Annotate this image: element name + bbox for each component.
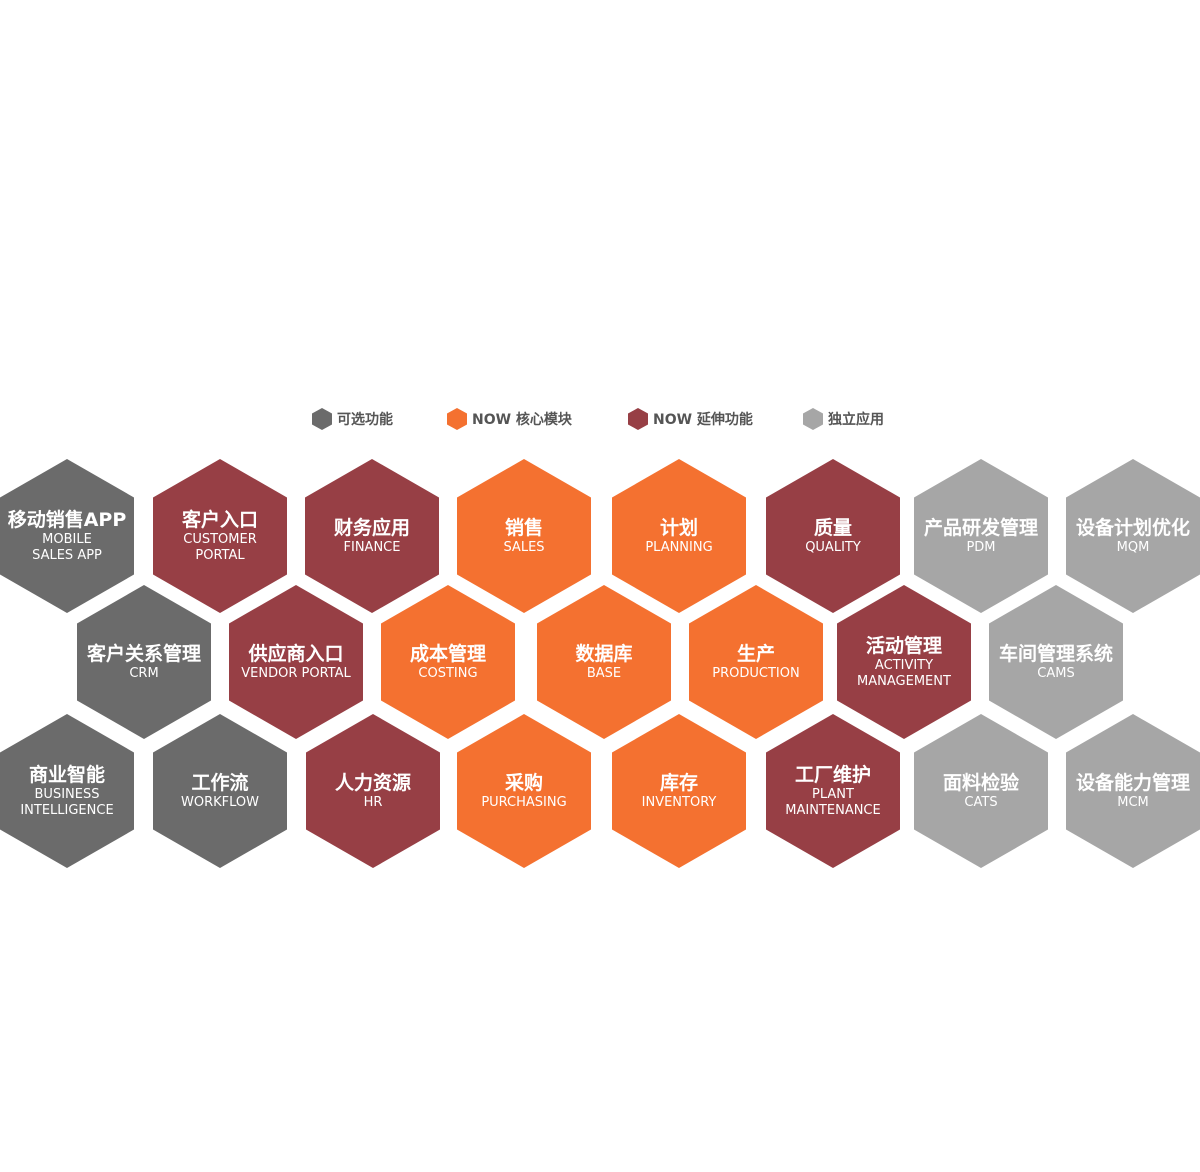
module-title-cn: 质量 <box>813 517 852 539</box>
module-title-cn: 面料检验 <box>942 772 1019 794</box>
module-title-cn: 成本管理 <box>409 643 486 665</box>
module-title-cn: 人力资源 <box>334 772 411 794</box>
module-title-en: COSTING <box>418 666 478 681</box>
red-hexagon-icon <box>628 408 648 430</box>
module-title-en: PLANT MAINTENANCE <box>785 787 881 818</box>
module-title-cn: 设备计划优化 <box>1075 517 1190 539</box>
module-title-en: BASE <box>586 666 622 681</box>
legend-item: 独立应用 <box>803 400 884 438</box>
module-title-cn: 库存 <box>659 772 698 794</box>
module-title-en: CAMS <box>1037 666 1075 681</box>
legend-item: NOW 延伸功能 <box>628 400 753 438</box>
module-title-cn: 财务应用 <box>333 517 410 539</box>
legend-label: NOW 核心模块 <box>472 412 572 428</box>
legend-item: NOW 核心模块 <box>447 400 572 438</box>
orange-hexagon-icon <box>447 408 467 430</box>
legend-item: 可选功能 <box>312 400 393 438</box>
module-title-en: FINANCE <box>343 540 401 555</box>
gray-hexagon-icon <box>312 408 332 430</box>
legend-label: 可选功能 <box>337 412 393 428</box>
lightgray-hexagon-icon <box>803 408 823 430</box>
module-title-en: ACTIVITY MANAGEMENT <box>857 658 951 689</box>
module-title-cn: 数据库 <box>575 643 633 665</box>
legend: 可选功能 NOW 核心模块 NOW 延伸功能 独立应用 <box>0 400 1200 440</box>
module-title-cn: 活动管理 <box>865 635 942 657</box>
module-title-en: MQM <box>1116 540 1150 555</box>
module-title-en: PDM <box>966 540 996 555</box>
module-title-en: MOBILE SALES APP <box>32 532 102 563</box>
module-title-cn: 客户入口 <box>181 509 258 531</box>
module-title-cn: 供应商入口 <box>248 643 344 665</box>
module-title-en: BUSINESS INTELLIGENCE <box>20 787 114 818</box>
module-title-en: CRM <box>129 666 159 681</box>
module-title-en: MCM <box>1117 795 1149 810</box>
module-title-cn: 计划 <box>659 517 698 539</box>
module-title-cn: 客户关系管理 <box>86 643 201 665</box>
module-title-en: SALES <box>503 540 545 555</box>
module-title-en: QUALITY <box>805 540 861 555</box>
module-title-cn: 工厂维护 <box>794 764 871 786</box>
legend-label: 独立应用 <box>828 412 884 428</box>
module-title-en: PURCHASING <box>481 795 567 810</box>
legend-label: NOW 延伸功能 <box>653 412 753 428</box>
module-title-en: WORKFLOW <box>181 795 259 810</box>
module-title-en: PLANNING <box>645 540 713 555</box>
module-title-cn: 移动销售APP <box>7 509 127 531</box>
module-title-en: CATS <box>964 795 998 810</box>
module-title-en: PRODUCTION <box>712 666 800 681</box>
module-title-cn: 生产 <box>736 643 775 665</box>
module-title-en: HR <box>363 795 383 810</box>
module-title-cn: 商业智能 <box>28 764 105 786</box>
module-title-en: INVENTORY <box>641 795 717 810</box>
module-title-cn: 工作流 <box>191 772 249 794</box>
module-title-cn: 设备能力管理 <box>1075 772 1190 794</box>
module-title-en: VENDOR PORTAL <box>241 666 351 681</box>
module-title-en: CUSTOMER PORTAL <box>183 532 257 563</box>
module-title-cn: 采购 <box>504 772 543 794</box>
module-title-cn: 销售 <box>504 517 543 539</box>
module-title-cn: 产品研发管理 <box>923 517 1038 539</box>
module-title-cn: 车间管理系统 <box>998 643 1113 665</box>
